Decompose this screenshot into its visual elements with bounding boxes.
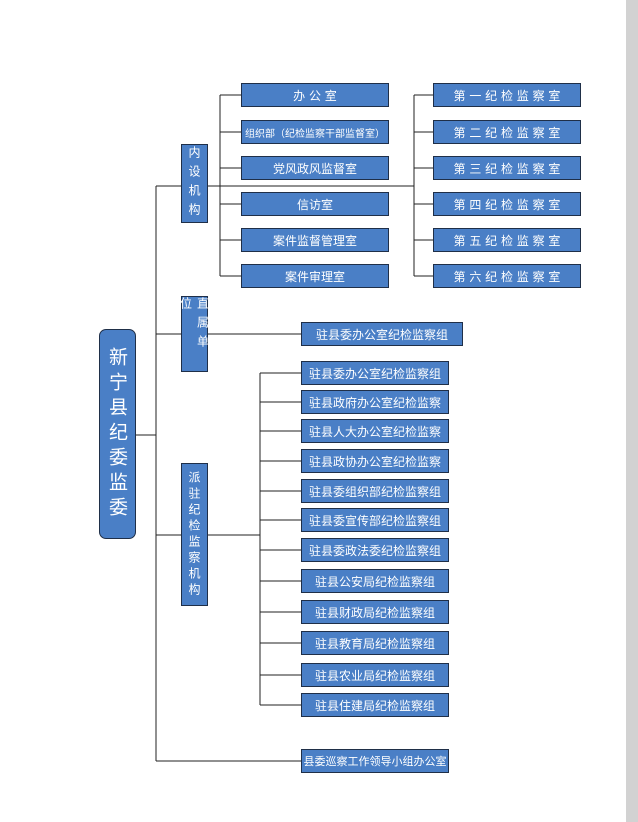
direct-unit-label: 驻县委办公室纪检监察组 xyxy=(315,327,448,342)
dispatched-unit-label: 驻县公安局纪检监察组 xyxy=(314,574,435,589)
root-node: 新宁县纪委监委 xyxy=(99,329,136,539)
inspection-room-3: 第 四 纪 检 监 察 室 xyxy=(433,192,581,216)
internal-office-0: 办 公 室 xyxy=(241,83,389,107)
inspection-room-2: 第 三 纪 检 监 察 室 xyxy=(433,156,581,180)
inspection-room-4: 第 五 纪 检 监 察 室 xyxy=(433,228,581,252)
internal-office-label: 组织部（纪检监察干部监督室） xyxy=(245,128,385,140)
internal-office-1: 组织部（纪检监察干部监督室） xyxy=(241,120,389,144)
inspection-room-1: 第 二 纪 检 监 察 室 xyxy=(433,120,581,144)
dispatched-unit-7: 驻县公安局纪检监察组 xyxy=(301,569,449,593)
internal-office-label: 信访室 xyxy=(296,197,333,212)
dispatched-unit-label: 驻县教育局纪检监察组 xyxy=(314,636,435,651)
dispatched-unit-1: 驻县政府办公室纪检监察 xyxy=(301,390,449,414)
category-internal: 内设机构 xyxy=(181,144,208,223)
dispatched-unit-5: 驻县委宣传部纪检监察组 xyxy=(301,508,449,532)
internal-office-label: 办 公 室 xyxy=(293,88,337,103)
internal-office-2: 党风政风监督室 xyxy=(241,156,389,180)
dispatched-unit-10: 驻县农业局纪检监察组 xyxy=(301,663,449,687)
dispatched-unit-11: 驻县住建局纪检监察组 xyxy=(301,693,449,717)
dispatched-unit-label: 驻县委办公室纪检监察组 xyxy=(308,366,441,381)
dispatched-unit-label: 驻县委宣传部纪检监察组 xyxy=(308,513,441,528)
inspection-room-label: 第 三 纪 检 监 察 室 xyxy=(453,161,561,176)
inspection-room-label: 第 二 纪 检 监 察 室 xyxy=(453,125,561,140)
category-internal-label: 内设机构 xyxy=(187,145,201,222)
inspection-office: 县委巡察工作领导小组办公室 xyxy=(301,749,449,773)
internal-office-3: 信访室 xyxy=(241,192,389,216)
dispatched-unit-4: 驻县委组织部纪检监察组 xyxy=(301,479,449,503)
internal-office-label: 党风政风监督室 xyxy=(272,161,357,176)
dispatched-unit-label: 驻县委组织部纪检监察组 xyxy=(308,484,441,499)
internal-office-4: 案件监督管理室 xyxy=(241,228,389,252)
dispatched-unit-label: 驻县政府办公室纪检监察 xyxy=(308,395,441,410)
dispatched-unit-3: 驻县政协办公室纪检监察 xyxy=(301,449,449,473)
inspection-office-label: 县委巡察工作领导小组办公室 xyxy=(303,755,447,768)
inspection-room-0: 第 一 纪 检 监 察 室 xyxy=(433,83,581,107)
internal-office-5: 案件审理室 xyxy=(241,264,389,288)
inspection-room-label: 第 六 纪 检 监 察 室 xyxy=(453,269,561,284)
dispatched-unit-label: 驻县政协办公室纪检监察 xyxy=(308,454,441,469)
inspection-room-5: 第 六 纪 检 监 察 室 xyxy=(433,264,581,288)
dispatched-unit-label: 驻县委政法委纪检监察组 xyxy=(308,543,441,558)
scrollbar[interactable] xyxy=(626,0,638,822)
dispatched-unit-0: 驻县委办公室纪检监察组 xyxy=(301,361,449,385)
dispatched-unit-8: 驻县财政局纪检监察组 xyxy=(301,600,449,624)
dispatched-unit-label: 驻县人大办公室纪检监察 xyxy=(308,424,441,439)
internal-office-label: 案件监督管理室 xyxy=(272,233,357,248)
category-dispatched: 派驻纪检监察机构 xyxy=(181,463,208,606)
dispatched-unit-6: 驻县委政法委纪检监察组 xyxy=(301,538,449,562)
inspection-room-label: 第 四 纪 检 监 察 室 xyxy=(453,197,561,212)
dispatched-unit-2: 驻县人大办公室纪检监察 xyxy=(301,419,449,443)
inspection-room-label: 第 五 纪 检 监 察 室 xyxy=(453,233,561,248)
dispatched-unit-label: 驻县住建局纪检监察组 xyxy=(314,698,435,713)
dispatched-unit-label: 驻县财政局纪检监察组 xyxy=(314,605,435,620)
category-dispatched-label: 派驻纪检监察机构 xyxy=(187,470,201,599)
direct-unit-0: 驻县委办公室纪检监察组 xyxy=(301,322,463,346)
category-direct: 直属单位 xyxy=(179,296,210,372)
dispatched-unit-9: 驻县教育局纪检监察组 xyxy=(301,631,449,655)
internal-office-label: 案件审理室 xyxy=(284,269,345,284)
dispatched-unit-label: 驻县农业局纪检监察组 xyxy=(314,668,435,683)
root-label: 新宁县纪委监委 xyxy=(106,346,128,522)
inspection-room-label: 第 一 纪 检 监 察 室 xyxy=(453,88,561,103)
category-direct-label: 直属单位 xyxy=(178,297,210,354)
